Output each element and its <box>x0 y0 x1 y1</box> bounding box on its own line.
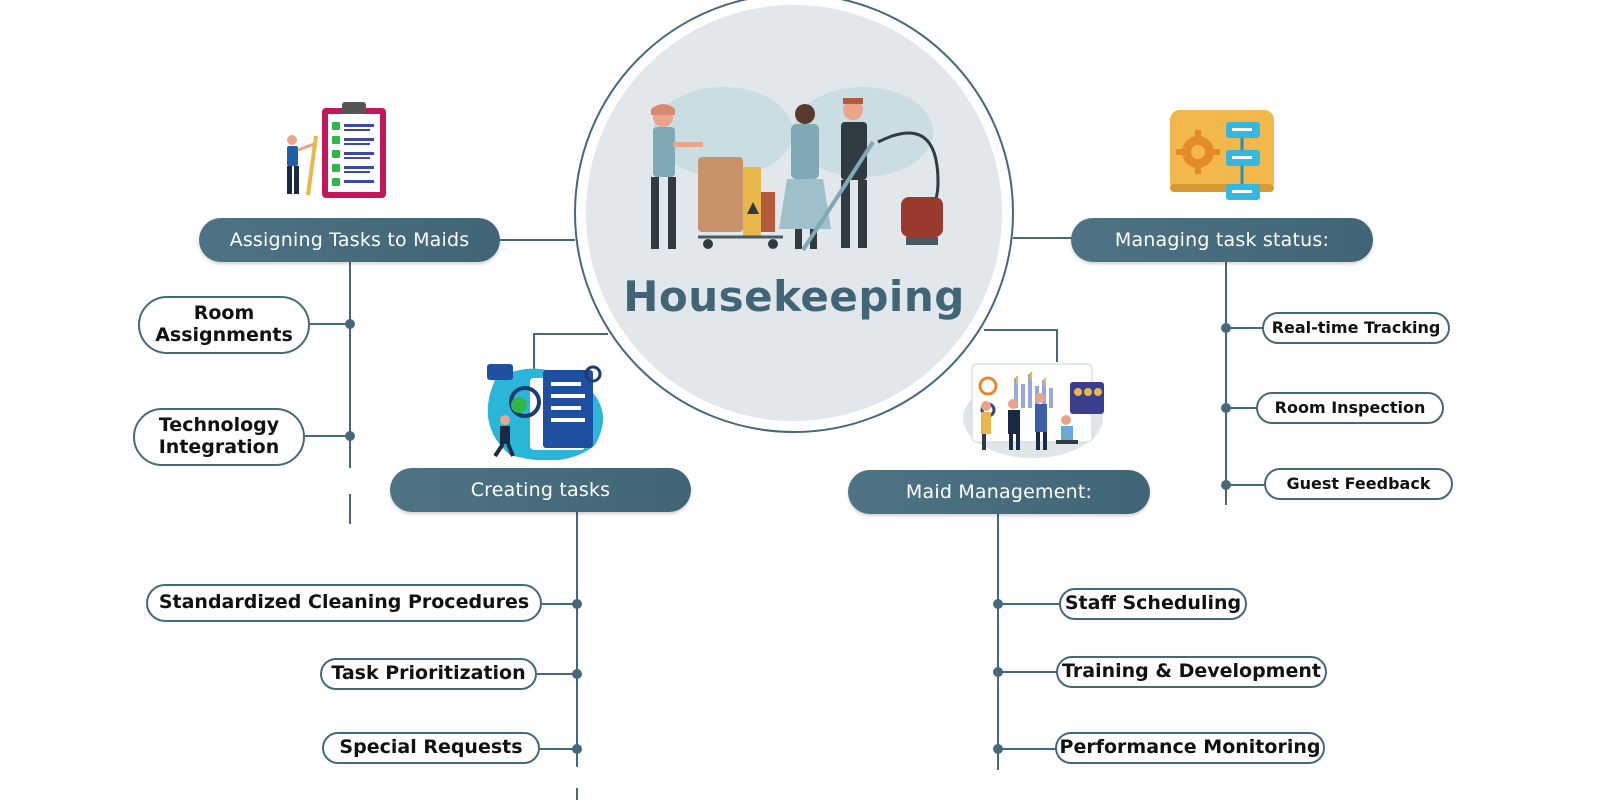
node-label: Training & Development <box>1062 660 1321 683</box>
node-training-development[interactable]: Training & Development <box>1056 656 1327 688</box>
node-task-prioritization[interactable]: Task Prioritization <box>320 658 537 690</box>
dashboard-team-icon <box>963 363 1104 458</box>
node-room-inspection[interactable]: Room Inspection <box>1256 392 1444 424</box>
node-label: Guest Feedback <box>1286 473 1431 493</box>
node-label: Real-time Tracking <box>1271 317 1441 337</box>
node-guest-feedback[interactable]: Guest Feedback <box>1264 468 1453 500</box>
branch-maid-management[interactable]: Maid Management: <box>848 470 1150 514</box>
branch-label: Maid Management: <box>905 481 1093 503</box>
document-search-icon <box>487 364 603 460</box>
node-technology-integration[interactable]: Technology Integration <box>133 408 305 466</box>
node-special-requests[interactable]: Special Requests <box>322 732 540 764</box>
branch-managing-task-status[interactable]: Managing task status: <box>1071 218 1373 262</box>
node-label: Special Requests <box>339 736 523 759</box>
node-label: Performance Monitoring <box>1059 736 1321 759</box>
node-standardized-cleaning-procedures[interactable]: Standardized Cleaning Procedures <box>146 584 542 622</box>
branch-label: Creating tasks <box>470 479 611 501</box>
branch-label: Managing task status: <box>1114 229 1330 251</box>
housekeeping-staff-illustration <box>651 87 943 252</box>
clipboard-checklist-icon <box>287 102 386 198</box>
branch-label: Assigning Tasks to Maids <box>229 229 470 251</box>
node-label: Standardized Cleaning Procedures <box>158 591 530 614</box>
node-staff-scheduling[interactable]: Staff Scheduling <box>1059 588 1247 620</box>
node-performance-monitoring[interactable]: Performance Monitoring <box>1055 732 1325 764</box>
settings-list-icon <box>1170 110 1274 200</box>
branch-creating-tasks[interactable]: Creating tasks <box>390 468 691 512</box>
node-label: Technology Integration <box>158 414 280 458</box>
node-label: Staff Scheduling <box>1064 592 1242 615</box>
node-room-assignments[interactable]: Room Assignments <box>138 296 310 354</box>
center-title: Housekeeping <box>623 272 965 321</box>
node-label: Room Assignments <box>155 302 293 346</box>
node-label: Task Prioritization <box>331 662 526 685</box>
center-circle <box>574 0 1014 433</box>
branch-assigning-tasks-to-maids[interactable]: Assigning Tasks to Maids <box>199 218 500 262</box>
node-label: Room Inspection <box>1274 397 1426 417</box>
node-real-time-tracking[interactable]: Real-time Tracking <box>1262 312 1450 344</box>
